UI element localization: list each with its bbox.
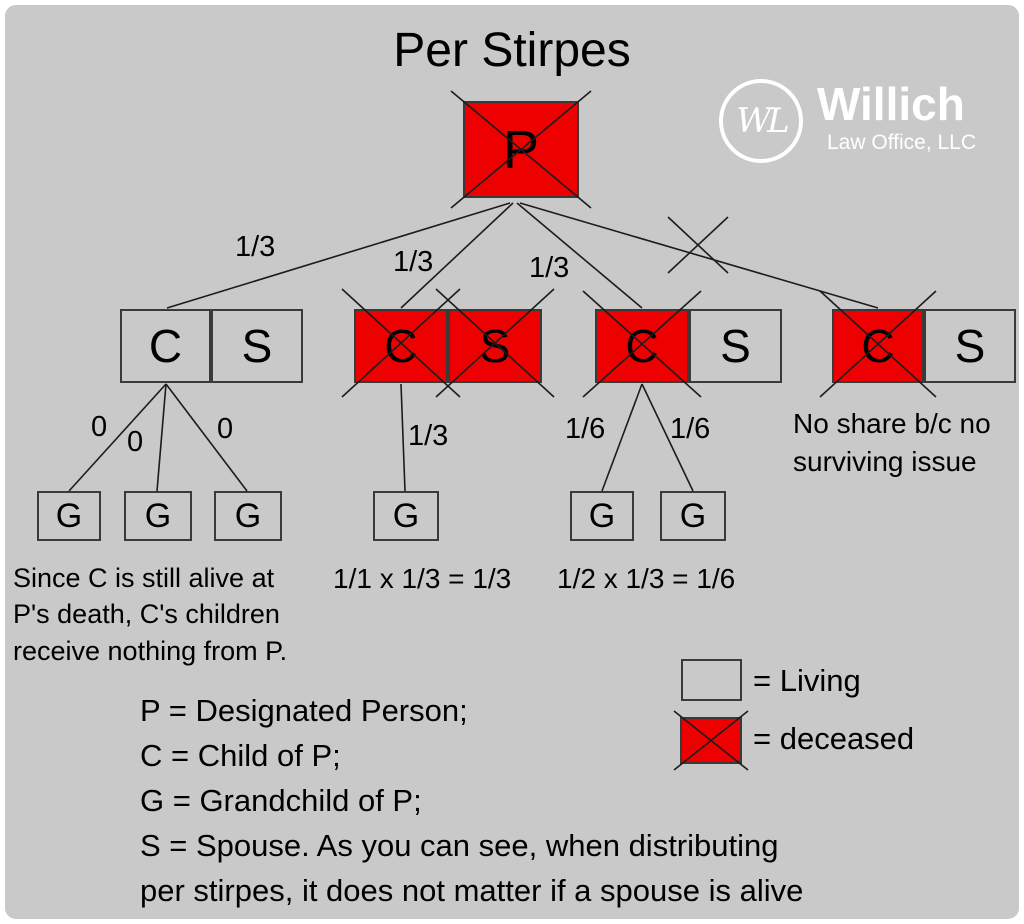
legend-living-label: = Living [753, 663, 861, 698]
family-4-spouse-label: S [954, 320, 986, 372]
family-1-child-label: C [148, 320, 183, 372]
key-line-5: per stirpes, it does not matter if a spo… [140, 873, 804, 908]
family-2-spouse-box: S [448, 309, 542, 383]
family-1-grandchild-2-box: G [124, 491, 192, 541]
family-1-grandchild-3-box: G [214, 491, 282, 541]
family-2-spouse-label: S [479, 320, 511, 372]
family-3-spouse-box: S [689, 309, 782, 383]
willich-logo: WL Willich Law Office, LLC [719, 79, 976, 163]
family-2-child-box: C [354, 309, 448, 383]
grandchild-share: 0 [217, 413, 234, 445]
grandchild-label: G [144, 496, 172, 535]
logo-subtitle: Law Office, LLC [827, 131, 977, 154]
person-box-p: P [463, 101, 579, 198]
key-line-1: P = Designated Person; [140, 693, 468, 728]
logo-text: Willich Law Office, LLC [817, 79, 976, 155]
family-2-grandchild-1-box: G [373, 491, 439, 541]
legend-living-box [681, 659, 742, 701]
grandchild-label: G [588, 496, 616, 535]
wl-monogram-icon: WL [719, 79, 803, 163]
branch-share-2: 1/3 [393, 246, 434, 278]
family-4-child-label: C [861, 320, 895, 372]
grandchild-share: 0 [127, 426, 144, 458]
grandchild-share: 0 [91, 411, 108, 443]
legend-deceased-label: = deceased [753, 721, 915, 756]
grandchild-label: G [55, 496, 83, 535]
family-2-calculation: 1/1 x 1/3 = 1/3 [333, 563, 512, 594]
family-1-note: Since C is still alive at P's death, C's… [13, 563, 288, 666]
family-4-child-box: C [832, 309, 924, 383]
family-3-grandchild-1-box: G [570, 491, 634, 541]
family-2-child-label: C [384, 320, 418, 372]
family-3-child-box: C [595, 309, 689, 383]
grandchild-label: G [234, 496, 262, 535]
family-3-child-label: C [625, 320, 659, 372]
key-line-2: C = Child of P; [140, 738, 341, 773]
grandchild-share: 1/6 [670, 413, 711, 445]
family-1-grandchild-1-box: G [37, 491, 101, 541]
family-4-note: No share b/c no surviving issue [793, 408, 991, 477]
grandchild-label: G [392, 496, 420, 535]
grandchild-label: G [679, 496, 707, 535]
family-4-spouse-box: S [924, 309, 1016, 383]
branch-share-3: 1/3 [529, 252, 570, 284]
family-3-grandchild-2-box: G [660, 491, 726, 541]
family-1-child-box: C [120, 309, 211, 383]
family-1-spouse-box: S [211, 309, 303, 383]
family-1-spouse-label: S [241, 320, 273, 372]
page-title: Per Stirpes [393, 24, 631, 77]
branch-share-1: 1/3 [235, 231, 276, 263]
person-p-label: P [502, 119, 540, 180]
legend-key-text: P = Designated Person; C = Child of P; G… [140, 688, 803, 913]
logo-name: Willich [817, 78, 965, 130]
key-line-3: G = Grandchild of P; [140, 783, 422, 818]
family-3-calculation: 1/2 x 1/3 = 1/6 [557, 563, 736, 594]
family-3-spouse-label: S [720, 320, 751, 372]
grandchild-share: 1/6 [565, 413, 606, 445]
grandchild-share: 1/3 [408, 420, 449, 452]
key-line-4: S = Spouse. As you can see, when distrib… [140, 828, 779, 863]
